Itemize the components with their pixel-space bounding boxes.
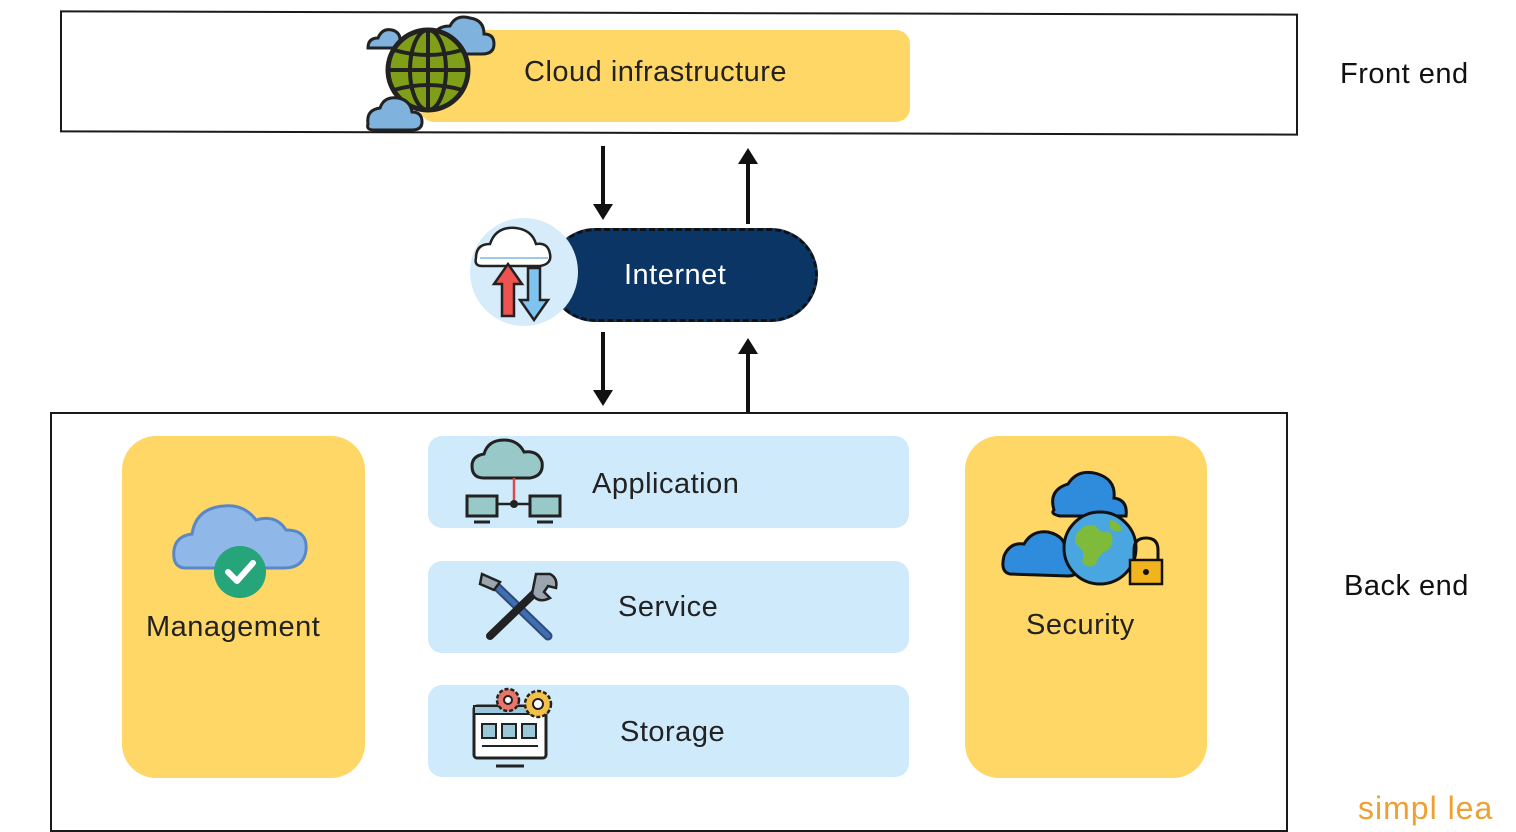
watermark-logo: simpl lea xyxy=(1358,790,1494,826)
cloud-infrastructure-label: Cloud infrastructure xyxy=(524,56,788,88)
globe-with-clouds-icon xyxy=(366,15,496,132)
cloud-check-icon xyxy=(172,504,308,598)
storage-label: Storage xyxy=(620,716,726,748)
cloud-infrastructure-box xyxy=(420,30,910,122)
back-end-label: Back end xyxy=(1344,570,1469,602)
internet-label: Internet xyxy=(624,259,727,291)
service-layer xyxy=(428,561,909,653)
management-label: Management xyxy=(146,611,321,643)
arrow-up-top xyxy=(738,148,758,224)
management-box xyxy=(122,436,365,778)
arrow-down-bottom xyxy=(593,332,613,406)
globe-cloud-lock-icon xyxy=(1001,470,1164,586)
front-end-label: Front end xyxy=(1340,58,1469,90)
monitor-gears-icon xyxy=(472,687,553,768)
cloud-network-icon xyxy=(465,438,562,524)
hammer-wrench-icon xyxy=(478,572,558,641)
security-label: Security xyxy=(1026,609,1135,641)
arrow-up-bottom xyxy=(738,338,758,414)
arrow-down-top xyxy=(593,146,613,220)
service-label: Service xyxy=(618,591,719,623)
application-label: Application xyxy=(592,468,740,500)
cloud-upload-download-icon xyxy=(470,218,578,326)
